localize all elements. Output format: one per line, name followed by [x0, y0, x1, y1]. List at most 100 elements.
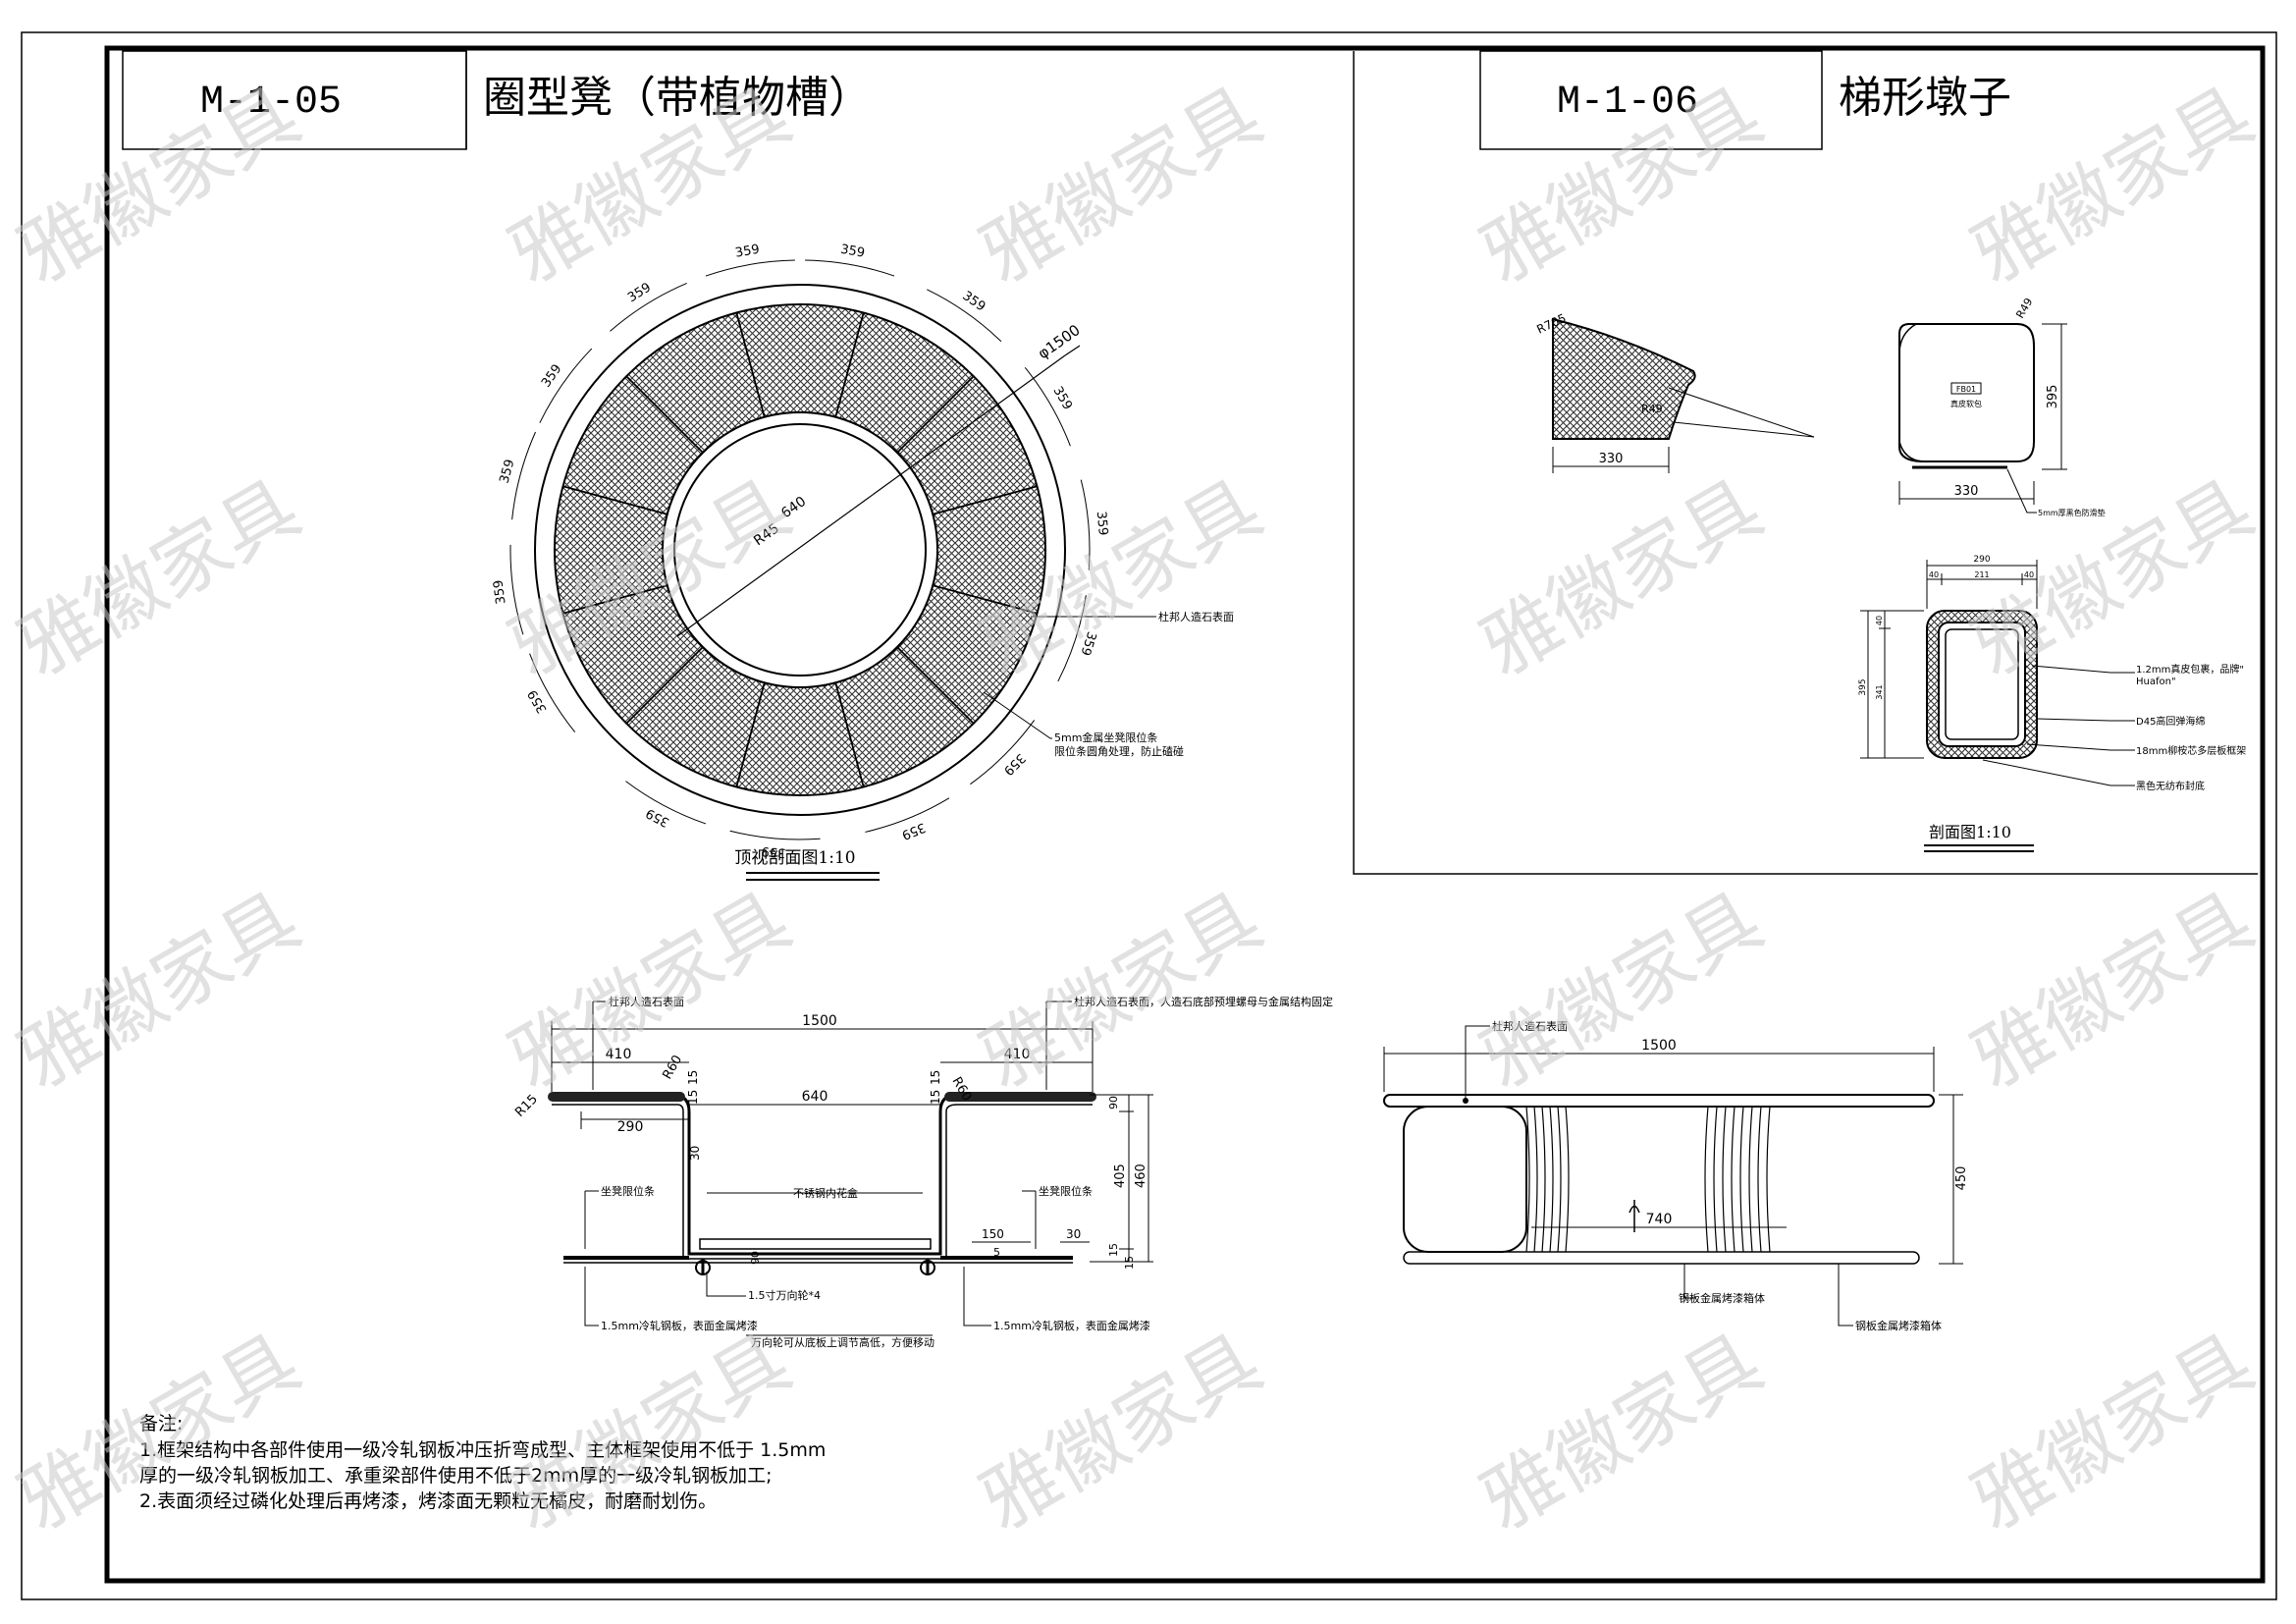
section-top-mid: 211	[1974, 570, 1989, 579]
trap-base-note: 5mm厚黑色防滑垫	[2038, 508, 2106, 517]
segment-divider	[834, 681, 865, 787]
segment-divider	[625, 646, 704, 725]
notes-line-2: 厚的一级冷轧钢板加工、承重梁部件使用不低于2mm厚的一级冷轧钢板加工;	[139, 1465, 773, 1487]
bench-fin	[1766, 1106, 1771, 1253]
bench-fin	[1533, 1106, 1538, 1253]
callout-steel-left: 1.5mm冷轧钢板，表面金属烤漆	[601, 1319, 758, 1332]
arc-dimension-label: 359	[1077, 629, 1098, 657]
arc-dimension-line	[1057, 595, 1087, 682]
arc-dimension-line	[729, 830, 821, 840]
bench-fin	[1713, 1106, 1718, 1253]
trapezoid-top-weave	[1552, 317, 1696, 440]
trap-tag: FB01	[1956, 385, 1976, 394]
callout-limit-right: 坐凳限位条	[1039, 1184, 1093, 1198]
notes-line-1: 1.框架结构中各部件使用一级冷轧钢板冲压折弯成型、主体框架使用不低于 1.5mm	[139, 1439, 826, 1461]
arc-dimension-line	[1024, 367, 1071, 447]
arc-dimension-line	[511, 431, 536, 520]
arc-dimension-label: 359	[1049, 384, 1074, 412]
bench-fin	[1549, 1106, 1554, 1253]
dim-405: 405	[1113, 1164, 1128, 1188]
arc-dimension-line	[1080, 479, 1091, 570]
watermark: 雅徽家具	[1958, 1319, 2268, 1548]
watermark: 雅徽家具	[1468, 464, 1777, 694]
watermark: 雅徽家具	[5, 464, 314, 694]
dim-5: 5	[993, 1246, 1000, 1259]
arc-dimension-line	[610, 282, 687, 332]
section-side-total: 395	[1858, 678, 1868, 695]
title-block-left: M-1-05 圈型凳（带植物槽）	[122, 50, 872, 150]
watermark: 雅徽家具	[1958, 877, 2268, 1107]
arc-dimension-label: 359	[498, 458, 518, 485]
section-plywood: 18mm柳桉芯多层板框架	[2136, 744, 2246, 757]
plan-callout-surface: 杜邦人造石表面	[1158, 610, 1234, 623]
trap-tag-desc: 真皮软包	[1950, 399, 1982, 408]
watermark: 雅徽家具	[496, 1319, 805, 1548]
section-side-mid: 341	[1875, 684, 1884, 699]
arc-dimension-line	[705, 259, 795, 277]
notes-line-3: 2.表面须经过磷化处理后再烤漆，烤漆面无颗粒无橘皮，耐磨耐划伤。	[139, 1490, 717, 1512]
dim-seat-width: 290	[617, 1119, 644, 1135]
bench-length: 1500	[1641, 1038, 1677, 1054]
trap-plan-width: 330	[1599, 452, 1624, 466]
trap-elev-r49: R49	[2013, 296, 2035, 320]
inner-frame	[104, 45, 2266, 1584]
bench-fin	[1722, 1106, 1727, 1253]
dim-r60-left: R60	[660, 1053, 685, 1082]
dim-90a: 90	[749, 1251, 762, 1265]
arc-dimension-label: 359	[644, 805, 672, 830]
bench-box-right: 钢板金属烤漆箱体	[1855, 1319, 1942, 1332]
watermark: 雅徽家具	[1468, 1319, 1777, 1548]
bench-fin	[1525, 1106, 1530, 1253]
callout-surface-right: 杜邦人造石表面，人造石底部预埋螺母与金属结构固定	[1074, 995, 1333, 1008]
section-top-left: 40	[1929, 570, 1939, 579]
callout-planter: 不锈钢内花盒	[793, 1186, 858, 1200]
bench-fin	[1704, 1106, 1709, 1253]
dim-15c: 15	[929, 1070, 942, 1085]
watermark: 雅徽家具	[967, 877, 1276, 1107]
arc-dimension-line	[865, 797, 950, 833]
dim-150: 150	[982, 1227, 1004, 1241]
section-top-total: 290	[1973, 555, 1990, 565]
dim-15a: 15	[686, 1070, 700, 1085]
segment-divider	[932, 485, 1038, 515]
arc-dimension-line	[539, 348, 593, 423]
dim-15e: 15	[1107, 1243, 1120, 1257]
watermark: 雅徽家具	[5, 877, 314, 1107]
section-caption: 剖面图1:10	[1929, 823, 2011, 841]
trap-elev-width: 330	[1954, 484, 1979, 499]
bench-fin	[1557, 1106, 1562, 1253]
arc-dimension-label: 359	[761, 843, 786, 860]
plan-callout-strip-1: 5mm金属坐凳限位条	[1054, 731, 1157, 744]
bench-height: 450	[1954, 1166, 1969, 1191]
trapezoid-plan: R705 R49 330	[1534, 311, 1815, 473]
trap-elev-height: 395	[2046, 385, 2060, 409]
watermark: 雅徽家具	[5, 72, 314, 301]
bench-fins-right	[1704, 1106, 1771, 1253]
bench-fins-left	[1525, 1106, 1570, 1253]
watermark: 雅徽家具	[1468, 877, 1777, 1107]
bench-fin	[1565, 1106, 1570, 1253]
panel-code-left: M-1-05	[200, 81, 342, 125]
arc-dimension-line	[529, 653, 576, 732]
segment-divider	[735, 312, 766, 418]
dim-30a: 30	[688, 1146, 702, 1161]
watermark: 雅徽家具	[967, 1319, 1276, 1548]
segment-dividers	[562, 312, 1038, 787]
segment-divider	[562, 485, 668, 515]
notes-heading: 备注:	[139, 1413, 183, 1435]
panel-code-right: M-1-06	[1557, 81, 1698, 125]
arc-dimension-label: 359	[839, 243, 866, 261]
plan-callout-strip-2: 限位条圆角处理，防止磕碰	[1054, 744, 1184, 758]
arc-dimension-label: 359	[734, 243, 761, 261]
callout-caster: 1.5寸万向轮*4	[748, 1288, 821, 1302]
bench-fin	[1739, 1106, 1744, 1253]
arc-dimension-line	[625, 781, 707, 825]
segment-divider	[932, 584, 1038, 615]
planter-opening	[662, 411, 938, 688]
section-top-right: 40	[2024, 570, 2034, 579]
bench-surface-callout: 杜邦人造石表面	[1492, 1019, 1568, 1033]
trap-r49-left: R49	[1641, 403, 1663, 415]
watermark: 雅徽家具	[967, 72, 1276, 301]
